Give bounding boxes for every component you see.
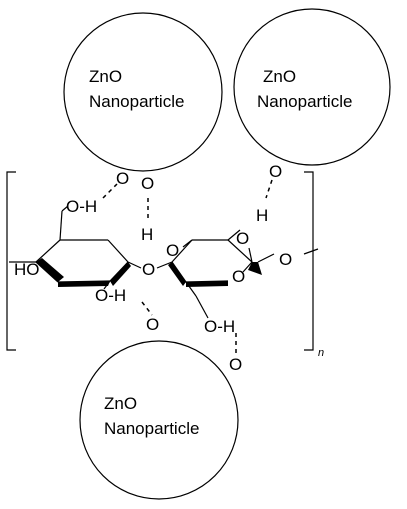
hydrogen-bonds xyxy=(102,179,273,355)
nanoparticle-label-line1: ZnO xyxy=(263,67,296,86)
atom-oxygen: O xyxy=(229,355,242,374)
wedge-bond xyxy=(248,262,262,275)
hydroxyl-group: O-H xyxy=(95,286,126,305)
wedge-bonds xyxy=(36,258,262,287)
repeat-subscript: n xyxy=(318,347,324,359)
left-bracket xyxy=(6,171,16,351)
hydroxyl-group-left: HO xyxy=(14,260,40,279)
atom-oxygen: O xyxy=(141,174,154,193)
nanoparticle-label-line2: Nanoparticle xyxy=(257,92,352,111)
nanoparticle-label-line2: Nanoparticle xyxy=(89,92,184,111)
nanoparticle-circle xyxy=(63,12,223,172)
wedge-bond xyxy=(186,281,228,287)
nanoparticle-top-right: ZnO Nanoparticle xyxy=(233,8,391,166)
nanoparticle-label-line2: Nanoparticle xyxy=(104,419,199,438)
wedge-bond xyxy=(110,262,131,286)
hydrogen-bond xyxy=(102,183,118,199)
terminal-oxygen: O xyxy=(279,250,292,269)
hydroxyl-group: O-H xyxy=(66,197,97,216)
atom-oxygen: O xyxy=(166,241,179,260)
nanoparticle-circle xyxy=(79,340,239,500)
nanoparticle-label-line1: ZnO xyxy=(104,394,137,413)
hydroxyl-group: O-H xyxy=(204,317,235,336)
repeat-brackets xyxy=(6,171,314,351)
wedge-bond xyxy=(36,258,64,282)
nanoparticle-label-line1: ZnO xyxy=(89,67,122,86)
nanoparticle-circle xyxy=(233,8,391,166)
atom-hydrogen: H xyxy=(141,225,153,244)
glycosidic-oxygen: O xyxy=(142,260,155,279)
atom-oxygen: O xyxy=(236,229,249,248)
nanoparticle-top-left: ZnO Nanoparticle xyxy=(63,12,223,172)
ring-oxygen: O xyxy=(232,267,245,286)
wedge-bond xyxy=(58,281,110,287)
atom-oxygen: O xyxy=(116,169,129,188)
hydrogen-bond xyxy=(265,179,273,199)
atom-hydrogen: H xyxy=(256,206,268,225)
wedge-bond xyxy=(168,262,186,286)
nanoparticle-bottom: ZnO Nanoparticle xyxy=(79,340,239,500)
atom-oxygen: O xyxy=(269,162,282,181)
hydrogen-bond xyxy=(141,301,153,316)
atom-oxygen: O xyxy=(146,315,159,334)
atom-labels: O O O O O O-H H O H O HO O O O O-H O-H xyxy=(14,162,292,374)
skeletal-bonds xyxy=(9,205,319,319)
right-bracket xyxy=(304,171,314,351)
